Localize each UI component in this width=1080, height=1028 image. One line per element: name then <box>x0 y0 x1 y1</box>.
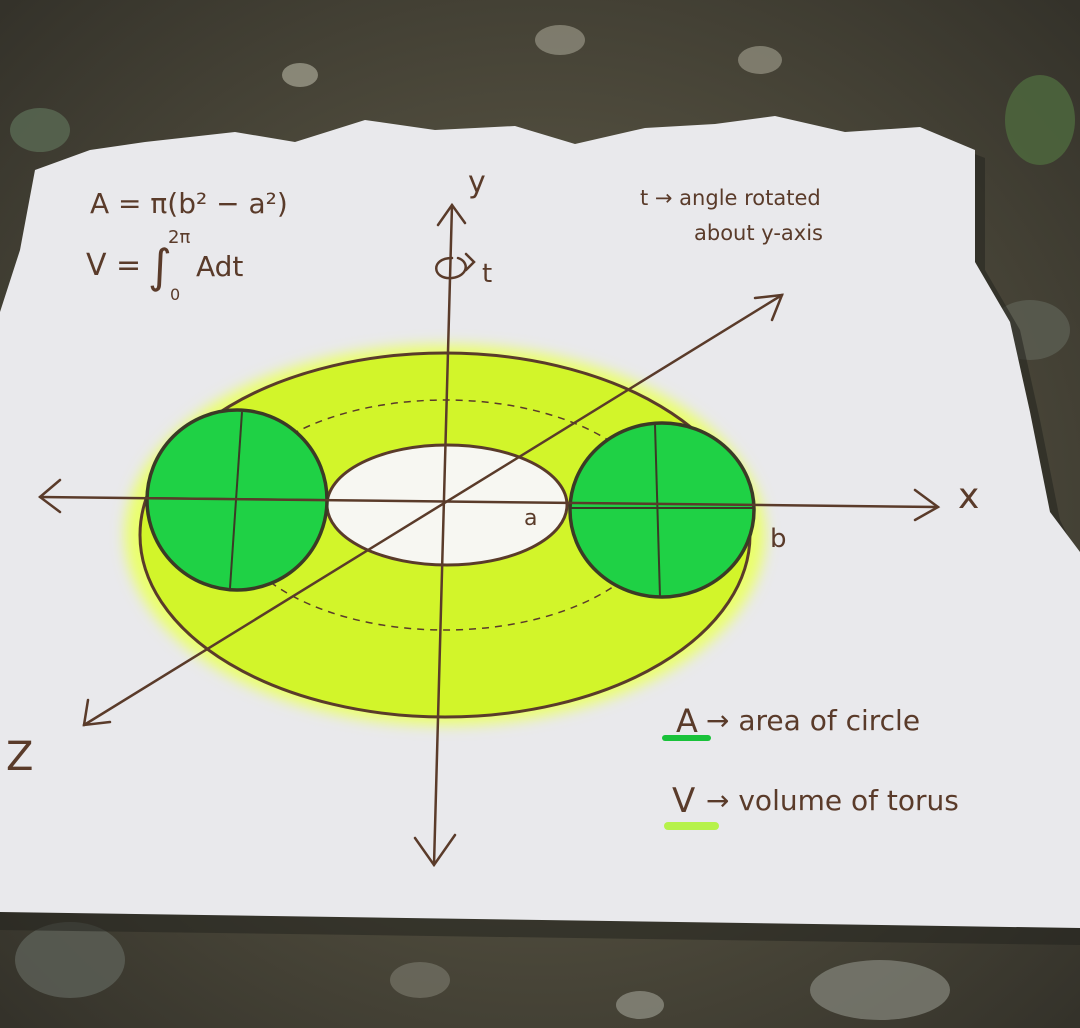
legend-item-volume: V → volume of torus <box>664 781 959 830</box>
legend-area-symbol: A <box>676 702 698 740</box>
outer-radius-label: b <box>770 524 787 554</box>
x-axis-label: x <box>958 476 979 517</box>
y-axis-arrow-top <box>436 202 467 227</box>
legend-volume-text: → volume of torus <box>706 784 959 817</box>
z-axis-label: Z <box>6 734 33 780</box>
z-axis <box>82 293 784 727</box>
rotation-arrow <box>435 256 467 280</box>
axis-labels: y x Z t a b <box>6 165 979 780</box>
formulas: A = π(b² − a²) V = ∫ 2π 0 Adt <box>86 187 288 304</box>
legend-item-area: A → area of circle <box>662 702 920 741</box>
cross-section-right-vline <box>654 424 661 598</box>
note-line-2: about y-axis <box>694 221 823 245</box>
legend-area-text: → area of circle <box>706 704 920 737</box>
x-axis <box>38 495 940 509</box>
z-axis-arrow-low <box>82 698 112 727</box>
rotation-arrow-head <box>464 252 476 272</box>
integral-sign: ∫ <box>148 239 172 293</box>
y-axis <box>432 203 454 867</box>
cross-section-right <box>568 421 756 599</box>
x-axis-arrow-right <box>913 488 941 522</box>
legend: A → area of circle V → volume of torus <box>662 702 959 830</box>
inner-radius-label: a <box>524 506 537 531</box>
x-axis-arrow-left <box>37 478 62 514</box>
legend-volume-symbol: V <box>672 781 695 821</box>
rotation-label: t <box>482 259 492 289</box>
stones <box>10 25 1075 1020</box>
volume-formula-rhs: Adt <box>196 250 243 283</box>
volume-formula-lhs: V = <box>86 248 141 283</box>
angle-note: t → angle rotated about y-axis <box>640 186 823 245</box>
note-line-1: t → angle rotated <box>640 186 821 210</box>
torus-drawing <box>125 345 765 725</box>
z-axis-arrow-high <box>753 293 784 322</box>
axes <box>37 202 941 868</box>
torus-hole <box>325 443 569 567</box>
integral-lower-bound: 0 <box>170 285 180 304</box>
integral-upper-bound: 2π <box>168 227 190 248</box>
y-axis-label: y <box>468 165 486 200</box>
area-formula: A = π(b² − a²) <box>90 187 288 220</box>
y-axis-arrow-bottom <box>413 833 457 868</box>
